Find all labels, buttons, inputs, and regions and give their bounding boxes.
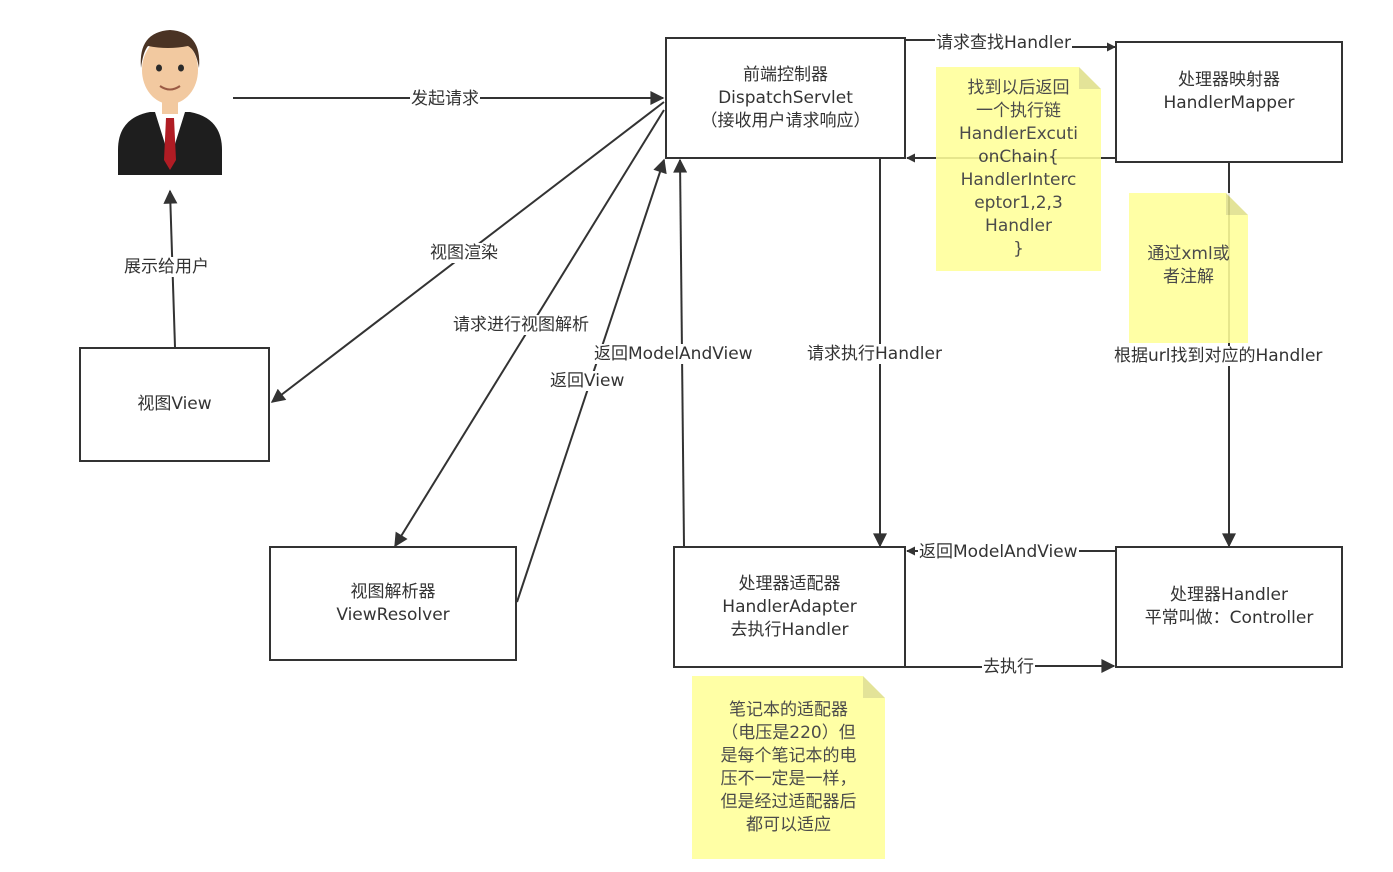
note-line: HandlerExcuti — [959, 124, 1078, 144]
handler-title: 处理器Handler — [1170, 585, 1288, 605]
note-fold — [863, 676, 885, 698]
note-line: 通过xml或 — [1147, 244, 1230, 264]
view-resolver-box: 视图解析器 ViewResolver — [269, 546, 517, 661]
handler-box: 处理器Handler 平常叫做：Controller — [1115, 546, 1343, 668]
label-find-handler-by-url: 根据url找到对应的Handler — [1113, 346, 1324, 366]
note-line: 压不一定是一样， — [720, 768, 857, 789]
note-line: 找到以后返回 — [967, 78, 1070, 98]
front-controller-box: 前端控制器 DispatchServlet （接收用户请求响应） — [665, 37, 906, 159]
note-line: eptor1,2,3 — [974, 193, 1063, 213]
note-line: onChain{ — [978, 147, 1059, 167]
handler-mapper-box: 处理器映射器 HandlerMapper — [1115, 41, 1343, 163]
label-request-find-handler: 请求查找Handler — [935, 33, 1072, 53]
handler-adapter-title: 处理器适配器 — [738, 573, 841, 594]
view-resolver-class: ViewResolver — [336, 604, 450, 625]
front-controller-desc: （接收用户请求响应） — [700, 110, 871, 131]
handler-mapper-title: 处理器映射器 — [1178, 70, 1280, 90]
label-go-execute: 去执行 — [982, 657, 1035, 677]
handler-desc: 平常叫做：Controller — [1144, 608, 1314, 628]
note-fold — [1079, 67, 1101, 89]
note-line: 都可以适应 — [746, 814, 831, 835]
label-return-view: 返回View — [549, 371, 626, 391]
handler-mapper-class: HandlerMapper — [1163, 93, 1295, 113]
note-line: 笔记本的适配器 — [729, 699, 848, 720]
xml-annotation-note: 通过xml或 者注解 — [1129, 193, 1248, 343]
label-return-model-and-view-1: 返回ModelAndView — [593, 344, 754, 364]
label-show-user: 展示给用户 — [123, 257, 210, 277]
label-render-view: 视图渲染 — [429, 243, 499, 263]
view-resolver-title: 视图解析器 — [350, 581, 436, 602]
label-send-request: 发起请求 — [410, 89, 480, 109]
adapter-analogy-note: 笔记本的适配器 （电压是220）但 是每个笔记本的电 压不一定是一样， 但是经过… — [692, 676, 885, 859]
note-line: 但是经过适配器后 — [720, 791, 857, 812]
label-return-model-and-view-2: 返回ModelAndView — [918, 542, 1079, 562]
front-controller-title: 前端控制器 — [743, 64, 828, 85]
handler-adapter-desc: 去执行Handler — [730, 619, 849, 640]
handler-adapter-class: HandlerAdapter — [722, 596, 857, 617]
note-line: Handler — [985, 216, 1052, 236]
note-line: 者注解 — [1163, 267, 1214, 287]
execution-chain-note: 找到以后返回 一个执行链 HandlerExcuti onChain{ Hand… — [936, 67, 1101, 271]
view-box: 视图View — [79, 347, 270, 462]
note-line: 是每个笔记本的电 — [720, 745, 857, 766]
note-line: 一个执行链 — [976, 101, 1061, 121]
note-line: （电压是220）但 — [721, 722, 856, 743]
user-avatar-icon — [118, 30, 222, 175]
note-line: HandlerInterc — [960, 170, 1077, 190]
label-request-execute-handler: 请求执行Handler — [806, 344, 943, 364]
handler-adapter-box: 处理器适配器 HandlerAdapter 去执行Handler — [673, 546, 906, 668]
view-title: 视图View — [137, 394, 212, 414]
label-request-view-resolve: 请求进行视图解析 — [452, 315, 590, 335]
front-controller-class: DispatchServlet — [718, 87, 853, 108]
note-fold — [1226, 193, 1248, 215]
note-line: } — [1013, 239, 1024, 259]
